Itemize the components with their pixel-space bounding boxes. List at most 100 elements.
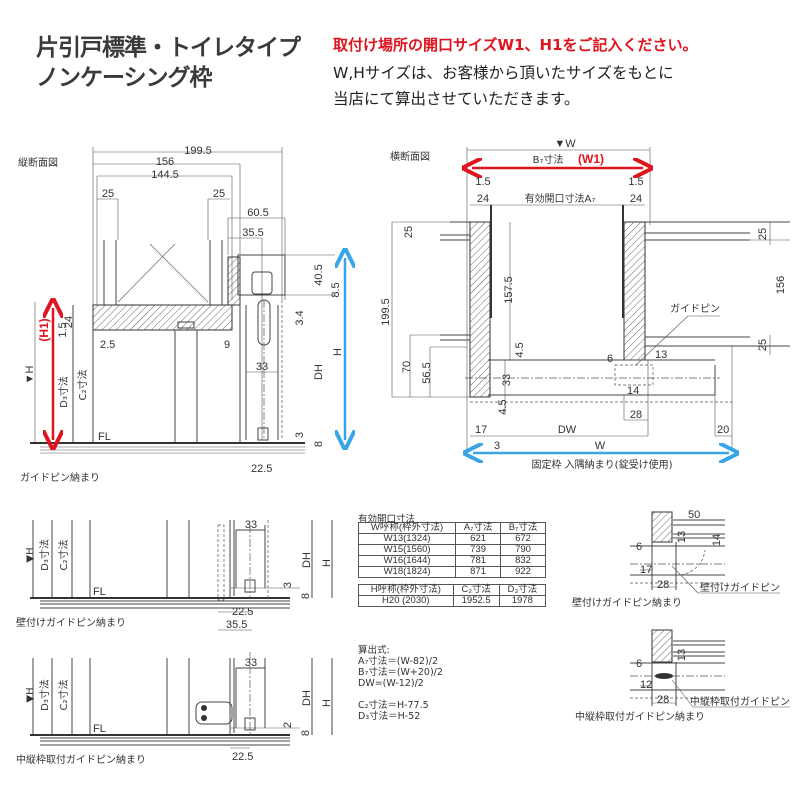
header-cell: B₇寸法 <box>500 522 546 534</box>
formulas: 算出式: A₇寸法＝(W-82)/2 B₇寸法＝(W+20)/2 DW=(W-1… <box>358 645 443 722</box>
header-cell: A₇寸法 <box>455 522 502 534</box>
dim-label: 199.5 <box>184 145 212 157</box>
guide-pin-icon <box>614 364 654 386</box>
c2-label: C₂寸法 <box>57 540 70 571</box>
cell: H20 (2030) <box>358 595 454 607</box>
dim-label: 12 <box>640 679 652 691</box>
h-label: H <box>332 348 344 356</box>
b7-label: B₇寸法 <box>533 153 564 166</box>
horizontal-section-caption: 固定枠 入隅納まり(錠受け使用) <box>532 458 673 471</box>
dim-label: 1.5 <box>57 322 69 337</box>
header-cell: H呼称(枠外寸法) <box>358 584 454 596</box>
dim-label: 199.5 <box>380 298 392 326</box>
dim-label: 33 <box>245 657 257 669</box>
dim-label: 14 <box>711 534 723 546</box>
door-panel <box>103 240 223 305</box>
guide-pin-label: ガイドピン <box>670 303 720 315</box>
h-label: H <box>321 559 333 567</box>
guide-pin-icon <box>244 717 256 731</box>
dim-label: 22.5 <box>232 751 253 763</box>
dim-label: 25 <box>757 228 769 240</box>
fl-label: FL <box>98 431 111 443</box>
h-mark: ▼H <box>24 366 36 385</box>
c2-label: C₂寸法 <box>57 680 70 711</box>
a7-label: 有効開口寸法A₇ <box>525 192 596 205</box>
dim-label: 157.5 <box>503 276 515 304</box>
formula-b7: B₇寸法＝(W+20)/2 <box>358 667 443 678</box>
head-frame <box>227 256 241 306</box>
floor <box>30 442 305 454</box>
left-jamb <box>469 221 491 398</box>
dim-label: 8 <box>313 441 325 447</box>
horizontal-section-title: 横断面図 <box>390 150 430 163</box>
dh-label: DH <box>313 364 325 380</box>
wall-lines <box>440 221 790 396</box>
formulas-title: 算出式: <box>358 645 390 656</box>
dim-label: 33 <box>256 361 268 373</box>
dim-label: 156 <box>775 276 787 294</box>
wall-lines <box>72 305 279 443</box>
page-subtitle: ノンケーシング枠 <box>36 65 213 91</box>
dim-label: 6 <box>607 353 613 365</box>
fl-label: FL <box>93 723 106 735</box>
pin-label: 中縦枠取付ガイドピン <box>690 695 790 708</box>
cell: W15(1560) <box>357 544 457 556</box>
dim-label: 25 <box>403 226 415 238</box>
dim-label: 35.5 <box>242 227 263 239</box>
dim-label: 40.5 <box>313 264 325 285</box>
cell: 781 <box>455 555 502 567</box>
h-label: H <box>321 699 333 707</box>
cell: W16(1644) <box>357 555 457 567</box>
dim-label: 2 <box>282 722 294 728</box>
w1-label: (W1) <box>578 152 604 166</box>
dim-label: 56.5 <box>421 362 433 383</box>
page-title: 片引戸標準・トイレタイプ <box>36 35 301 61</box>
vertical-section: 縦断面図 <box>18 145 345 484</box>
dw-label: DW <box>558 424 577 436</box>
vertical-section-caption: ガイドピン納まり <box>20 471 100 484</box>
cell: 832 <box>500 555 546 567</box>
dim-label: 144.5 <box>151 169 179 181</box>
cell: 790 <box>500 544 546 556</box>
dim-label: 13 <box>676 649 688 661</box>
d3-label: D₃寸法 <box>38 539 51 571</box>
right-jamb <box>623 221 646 361</box>
dim-label: 1.5 <box>475 176 490 188</box>
formula-a7: A₇寸法＝(W-82)/2 <box>358 656 438 667</box>
formula-dw: DW=(W-12)/2 <box>358 678 424 689</box>
cell: 871 <box>455 566 502 578</box>
wall-detail-caption: 壁付けガイドピン納まり <box>16 616 126 629</box>
dim-label: 2.5 <box>100 339 115 351</box>
plan-wall-caption: 壁付けガイドピン納まり <box>572 596 682 609</box>
h-mark: ▼H <box>25 687 36 702</box>
dim-label: 22.5 <box>232 606 253 618</box>
plan-wall-guide-pin: 50 13 14 6 17 28 壁付けガイドピン 壁付けガイドピン納まり <box>572 509 780 609</box>
wall-guide-pin-detail: ▼H D₃寸法 C₂寸法 FL 33 DH H 3 8 22.5 35.5 壁付… <box>16 519 333 631</box>
rail-housing <box>237 254 286 296</box>
dim-label: 33 <box>501 374 513 386</box>
formula-d3: D₃寸法＝H-52 <box>358 711 421 722</box>
dim-label: 24 <box>630 193 642 205</box>
plan-mid-guide-pin: 13 6 12 28 中縦枠取付ガイドピン 中縦枠取付ガイドピン納まり <box>575 629 790 723</box>
d3-label: D₃寸法 <box>57 376 70 408</box>
formula-c2: C₂寸法＝H-77.5 <box>358 700 429 711</box>
dim-label: 17 <box>640 564 652 576</box>
dh-label: DH <box>301 552 313 568</box>
dim-label: 60.5 <box>247 207 268 219</box>
guide-pin-icon <box>257 427 269 441</box>
dim-label: 4.5 <box>497 399 509 414</box>
table-title: 有効開口寸法 <box>358 514 416 525</box>
cell: W18(1824) <box>357 566 457 578</box>
dim-label: 13 <box>655 349 667 361</box>
h1-label: (H1) <box>37 318 51 341</box>
dim-label: 20 <box>717 424 729 436</box>
notice-line-2: 当店にて算出させていただきます。 <box>333 90 580 108</box>
cell: 922 <box>500 566 546 578</box>
vertical-section-title: 縦断面図 <box>18 156 58 169</box>
